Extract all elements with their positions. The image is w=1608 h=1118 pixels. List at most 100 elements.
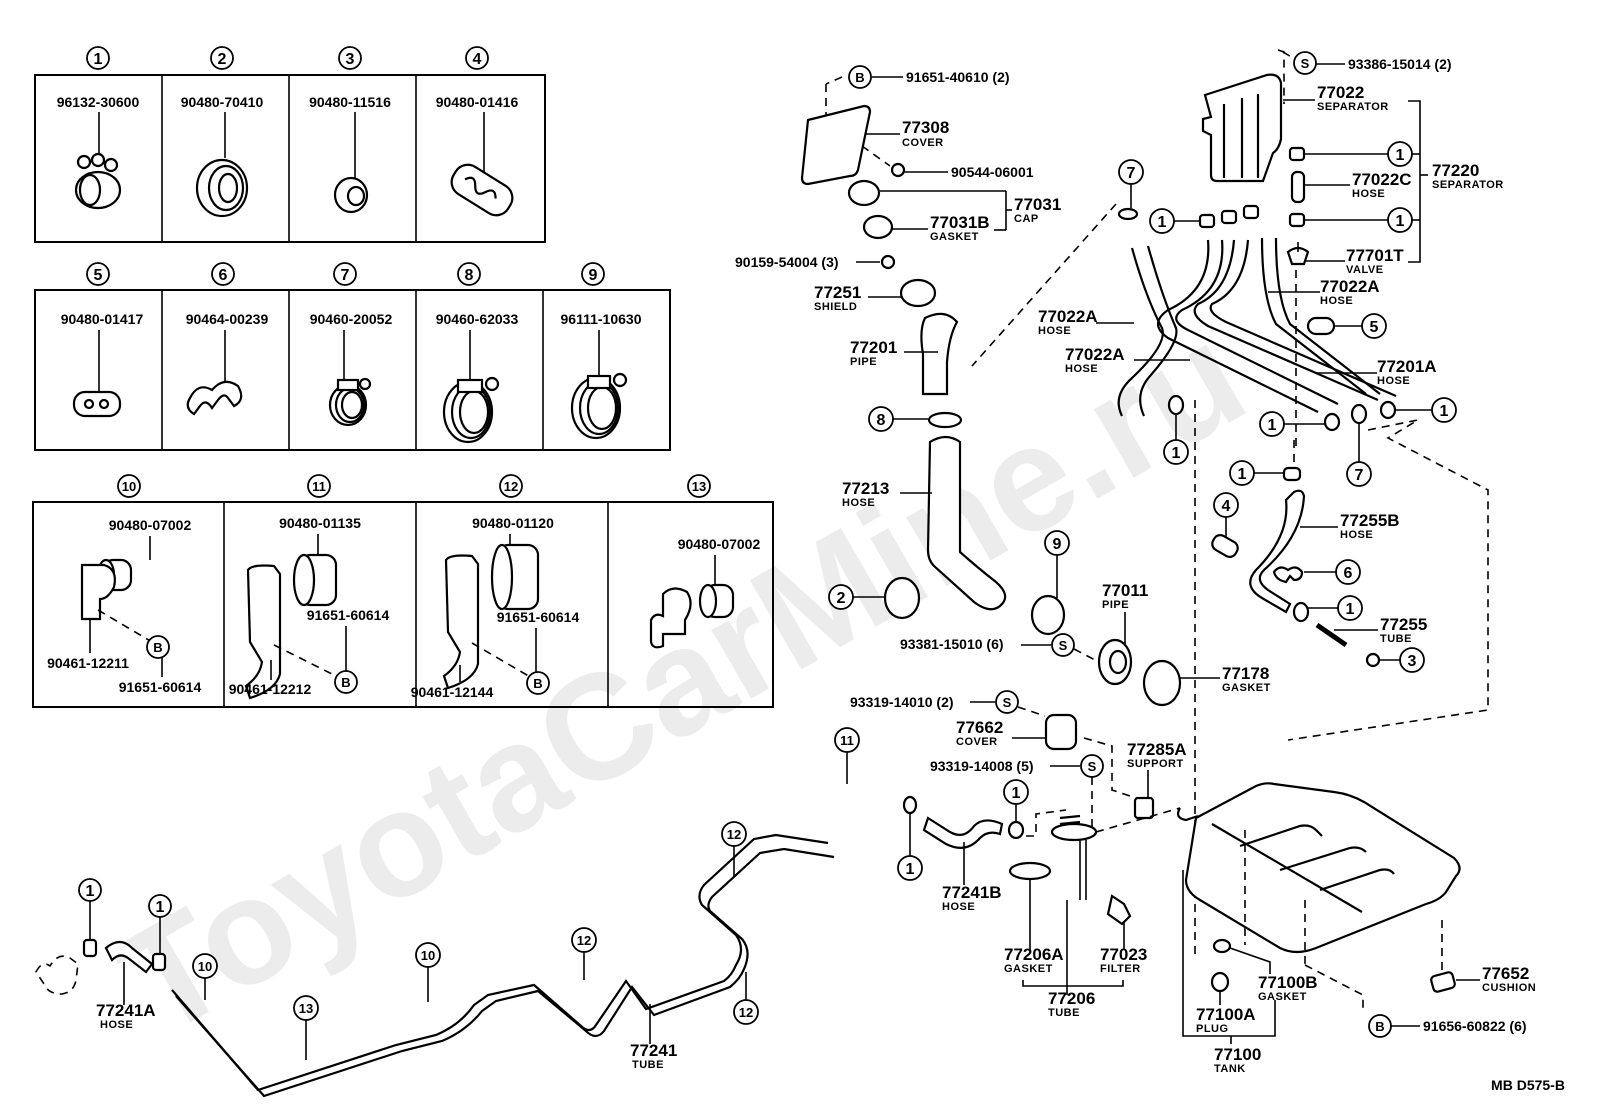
- callout-hose-77022c[interactable]: 77022C HOSE: [1290, 170, 1412, 204]
- part-number: 93386-15014 (2): [1348, 56, 1452, 72]
- legend-cell-3[interactable]: 3 90480-11516: [309, 46, 391, 214]
- callout-ref-13[interactable]: 13: [293, 995, 319, 1060]
- callout-ref-1-mid[interactable]: 1: [1259, 411, 1341, 437]
- callout-support-77285a[interactable]: 77285A SUPPORT: [1127, 740, 1187, 820]
- callout-tank-77100[interactable]: 77100 TANK: [1182, 870, 1276, 1075]
- ref-label: 13: [299, 1001, 313, 1016]
- part-number-bracket: 90461-12211: [47, 655, 129, 671]
- callout-ref-12-right[interactable]: 12: [733, 972, 759, 1025]
- callout-ref-1-hose-top[interactable]: 1: [1149, 204, 1260, 234]
- callout-ref-11-main[interactable]: 11: [834, 727, 860, 784]
- callout-b-91656-60822[interactable]: B 91656-60822 (6): [1304, 964, 1527, 1038]
- callout-ref-7-right[interactable]: 7: [1346, 403, 1372, 487]
- callout-ref-1-far-right[interactable]: 1: [1379, 397, 1457, 423]
- callout-tube-77206[interactable]: 77206 TUBE: [1022, 900, 1124, 1019]
- part-name: TUBE: [1048, 1007, 1080, 1019]
- callout-ref-1-pump-right[interactable]: 1: [1003, 779, 1029, 840]
- callout-ref-5[interactable]: 5: [1306, 313, 1387, 339]
- legend-cell-13[interactable]: 13 90480-07002: [649, 474, 760, 649]
- callout-hose-77022a-low[interactable]: 77022A HOSE: [1065, 345, 1190, 375]
- callout-pipe-77201[interactable]: 77201 PIPE: [850, 312, 959, 396]
- callout-pipe-77011[interactable]: 77011 PIPE: [1097, 581, 1148, 686]
- ref-label: 1: [906, 861, 915, 878]
- fuel-line-tube-77241: [171, 833, 835, 1098]
- ref-label: 1: [1172, 445, 1181, 462]
- callout-cover-77662[interactable]: 77662 COVER: [956, 713, 1143, 801]
- part-number: 77251: [814, 283, 861, 302]
- legend-cell-1[interactable]: 1 96132-30600: [57, 46, 140, 210]
- legend-cell-10[interactable]: 10 90480-07002 B 90461-12211 91651-60614: [47, 474, 201, 695]
- callout-s-93386-15014[interactable]: S 93386-15014 (2): [1277, 49, 1452, 104]
- legend-cell-6[interactable]: 6 90464-00239: [186, 262, 269, 416]
- callout-ref-9[interactable]: 9: [1030, 530, 1070, 636]
- part-number: 77178: [1222, 664, 1269, 683]
- part-number: 77206: [1048, 989, 1095, 1008]
- callout-ref-2[interactable]: 2: [828, 576, 921, 620]
- callout-ref-1-tube[interactable]: 1: [1292, 595, 1363, 623]
- cap-gasket-part: [862, 214, 894, 240]
- callout-s-93381-15010[interactable]: 93381-15010 (6) S: [900, 633, 1096, 661]
- ref-label: 5: [1370, 319, 1379, 336]
- callout-tube-77255[interactable]: 77255 TUBE: [1315, 615, 1427, 648]
- callout-bolt-90159-54004[interactable]: 90159-54004 (3): [735, 254, 896, 270]
- callout-ref-1-hose-a-left[interactable]: 1: [78, 878, 102, 958]
- legend-cell-4[interactable]: 4 90480-01416: [436, 46, 519, 221]
- callout-hose-77022a-right[interactable]: 77022A HOSE: [1268, 277, 1380, 307]
- part-number: 77220: [1432, 161, 1479, 180]
- callout-ref-3[interactable]: 3: [1365, 647, 1425, 673]
- callout-screw-90544-06001[interactable]: 90544-06001: [861, 145, 1034, 180]
- legend-cell-7[interactable]: 7 90460-20052: [310, 262, 393, 427]
- callout-hose-77201a[interactable]: 77201A HOSE: [1316, 357, 1437, 387]
- callout-ref-12-low[interactable]: 12: [571, 927, 597, 980]
- callout-ref-12-up[interactable]: 12: [721, 821, 747, 876]
- legend-cell-11[interactable]: 11 90480-01135 B 91651-60614 90461-12212: [229, 474, 390, 700]
- part-name: TUBE: [632, 1059, 664, 1071]
- legend-cell-2[interactable]: 2 90480-70410: [181, 46, 264, 218]
- callout-ref-1-hose-a-right[interactable]: 1: [148, 894, 172, 972]
- legend-cell-9[interactable]: 9 96111-10630: [561, 262, 642, 440]
- part-name: PLUG: [1196, 1023, 1229, 1035]
- callout-hose-77022a-mid[interactable]: 77022A HOSE: [1038, 307, 1134, 337]
- callout-hose-77213[interactable]: 77213 HOSE: [842, 435, 1007, 611]
- callout-ref-1-pump-left[interactable]: 1: [897, 795, 923, 881]
- callout-gasket-77206a[interactable]: 77206A GASKET: [1004, 861, 1064, 975]
- bolt-ref: B: [855, 70, 864, 85]
- screw-ref: S: [1059, 638, 1068, 653]
- callout-hose-77241a[interactable]: 77241A HOSE: [35, 940, 156, 1031]
- callout-ref-1-left-vert[interactable]: 1: [1163, 394, 1189, 465]
- legend-cell-12[interactable]: 12 90480-01120 B 91651-60614 90461-12144: [411, 474, 580, 700]
- callout-valve-77701t[interactable]: 77701T VALVE: [1286, 242, 1404, 276]
- bracket-icon: [442, 554, 480, 690]
- callout-s-93319-14008[interactable]: 93319-14008 (5) S: [930, 754, 1104, 830]
- callout-hose-77241b[interactable]: 77241B HOSE: [922, 816, 1004, 913]
- legend-cell-8[interactable]: 8 90460-62033: [436, 262, 519, 444]
- callout-ref-10-mid[interactable]: 10: [415, 942, 441, 1002]
- legend-cell-5[interactable]: 5 90480-01417: [61, 262, 144, 418]
- callout-cap-77031[interactable]: 77031 CAP 77031B GASKET: [847, 179, 1061, 243]
- ref-7-label: 7: [341, 267, 350, 284]
- callout-gasket-77178[interactable]: 77178 GASKET: [1142, 659, 1271, 707]
- callout-tube-77241[interactable]: 77241 TUBE: [630, 1004, 677, 1071]
- callout-cushion-77652[interactable]: 77652 CUSHION: [1430, 964, 1536, 994]
- callout-ref-6[interactable]: 6: [1272, 559, 1361, 585]
- callout-ref-1-separator-a[interactable]: 1: [1288, 141, 1420, 167]
- callout-gasket-77100b[interactable]: 77100B GASKET: [1212, 938, 1318, 1003]
- callout-ref-1-separator-b[interactable]: 1: [1288, 207, 1420, 233]
- callout-filter-77023[interactable]: 77023 FILTER: [1100, 894, 1147, 975]
- callout-separator-77022[interactable]: 77022 SEPARATOR 77220 SEPARATOR: [1201, 73, 1504, 263]
- callout-s-93319-14010[interactable]: 93319-14010 (2) S: [850, 690, 1046, 717]
- callout-ref-8[interactable]: 8: [868, 406, 963, 432]
- ref-label: 1: [1158, 214, 1167, 231]
- callout-ref-10-left[interactable]: 10: [192, 953, 218, 1000]
- callout-cover-77308[interactable]: 77308 COVER: [800, 104, 949, 186]
- callout-plug-77100a[interactable]: 77100A PLUG: [1196, 971, 1256, 1035]
- callout-ref-1-hose-b[interactable]: 1: [1229, 460, 1302, 486]
- bracket-icon: [80, 563, 116, 621]
- part-number: 77022A: [1065, 345, 1125, 364]
- callout-ref-7-top[interactable]: 7: [1117, 159, 1144, 221]
- ref-13-label: 13: [692, 479, 706, 494]
- callout-hose-77255b[interactable]: 77255B HOSE: [1249, 489, 1400, 614]
- callout-shield-77251[interactable]: 77251 SHIELD: [814, 278, 937, 313]
- part-name: SHIELD: [814, 301, 857, 313]
- callout-ref-4[interactable]: 4: [1210, 492, 1241, 559]
